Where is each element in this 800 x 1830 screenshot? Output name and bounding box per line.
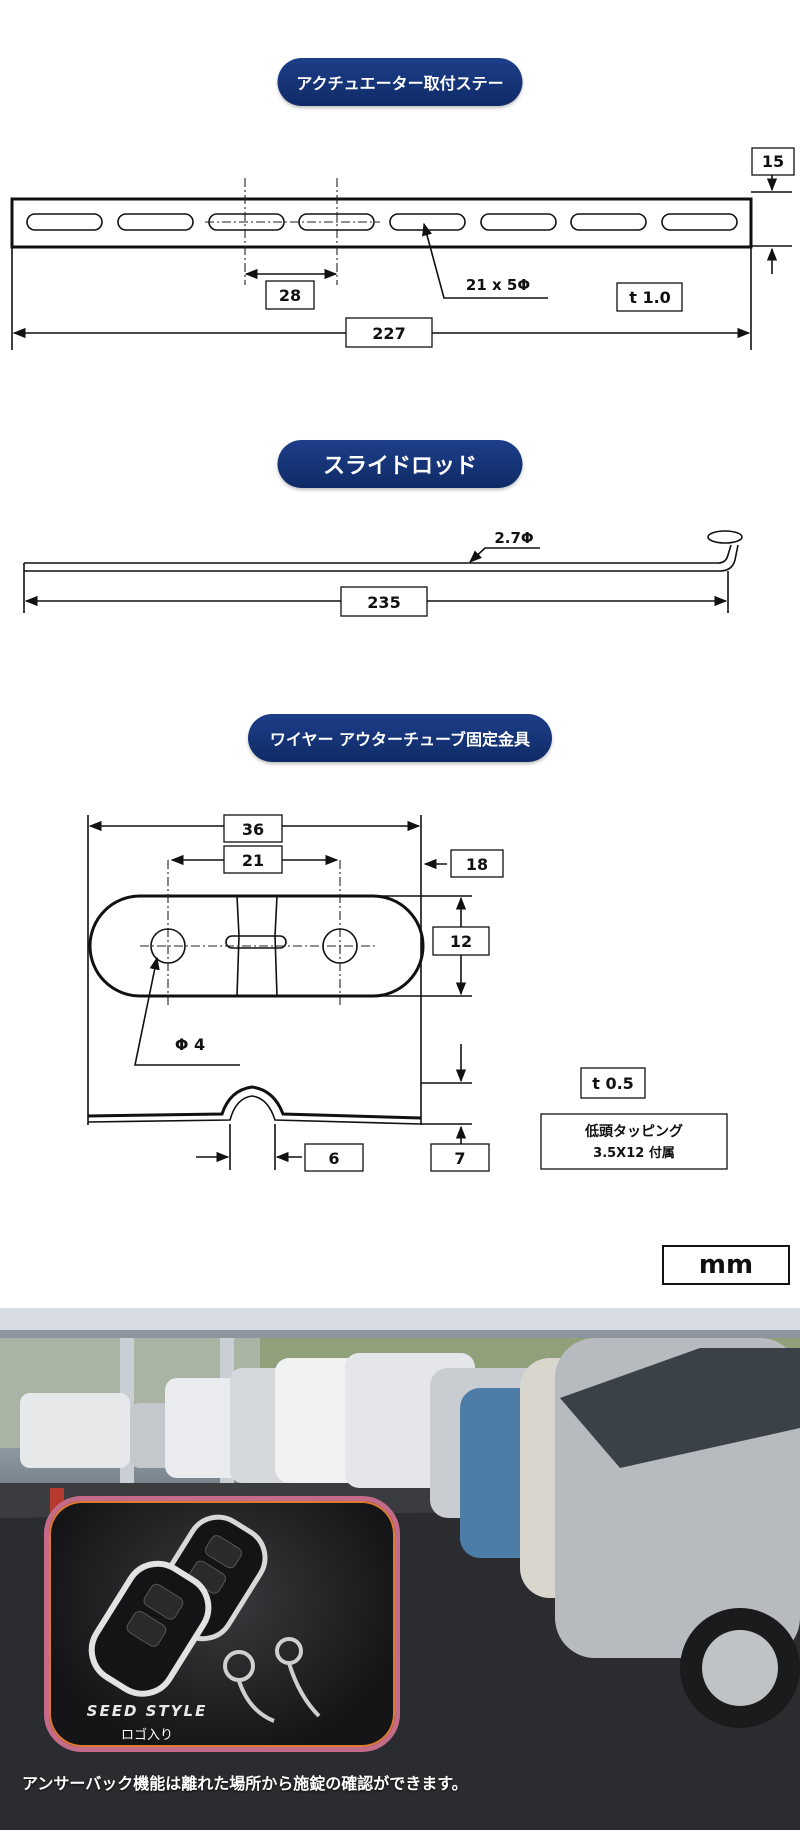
actuator-stay-drawing: 28 21 x 5Φ t 1.0 15 227 — [10, 147, 795, 350]
slot — [570, 213, 647, 231]
unit-label: mm — [662, 1245, 790, 1285]
dim-slot: 21 x 5Φ — [466, 276, 530, 294]
parking-photo — [0, 1308, 800, 1830]
dim-rod-diameter: 2.7Φ — [494, 529, 533, 547]
dim-width-18: 18 — [466, 855, 488, 874]
note-line-2: 3.5X12 付属 — [593, 1145, 675, 1161]
stay-plate — [10, 197, 753, 249]
dim-bend-width: 6 — [328, 1149, 339, 1168]
section-title-wire-bracket: ワイヤー アウターチューブ固定金具 — [248, 714, 552, 762]
dim-rod-length: 235 — [367, 593, 400, 612]
dim-height-12: 12 — [450, 932, 472, 951]
dim-thickness: t 1.0 — [629, 288, 671, 307]
note-line-1: 低頭タッピング — [584, 1123, 683, 1140]
logo-caption: ロゴ入り — [120, 1728, 173, 1743]
rod-head — [707, 530, 743, 544]
section-title-slide-rod: スライドロッド — [277, 440, 523, 488]
slot — [389, 213, 466, 231]
section-title-actuator-stay: アクチュエーター取付ステー — [277, 58, 523, 106]
stay-slots — [26, 213, 738, 231]
slot — [661, 213, 738, 231]
remote-keyfob-panel — [44, 1496, 400, 1752]
dim-overall: 36 — [242, 820, 264, 839]
dim-length: 227 — [372, 324, 405, 343]
slot — [480, 213, 557, 231]
wire-bracket-drawing: 36 21 Φ 4 18 12 7 6 t 0.5 低頭タッピング 3.5X12… — [87, 814, 728, 1172]
dim-bracket-thickness: t 0.5 — [592, 1074, 634, 1093]
dim-width: 15 — [762, 152, 784, 171]
photo-caption: アンサーバック機能は離れた場所から施錠の確認ができます。 — [22, 1774, 468, 1793]
dim-hole: Φ 4 — [175, 1035, 205, 1054]
slide-rod-drawing: 2.7Φ 235 — [23, 529, 743, 617]
seed-style-logo: SEED STYLE — [86, 1702, 208, 1720]
bracket-profile — [87, 1085, 422, 1120]
remote-keyfob-illustration — [88, 1514, 321, 1723]
rod-body — [24, 544, 732, 564]
dim-pitch: 28 — [279, 286, 301, 305]
slot — [117, 213, 194, 231]
dim-pitch-21: 21 — [242, 851, 264, 870]
dim-bend-height: 7 — [454, 1149, 465, 1168]
parking-scene-illustration — [0, 1308, 800, 1830]
slot — [26, 213, 103, 231]
